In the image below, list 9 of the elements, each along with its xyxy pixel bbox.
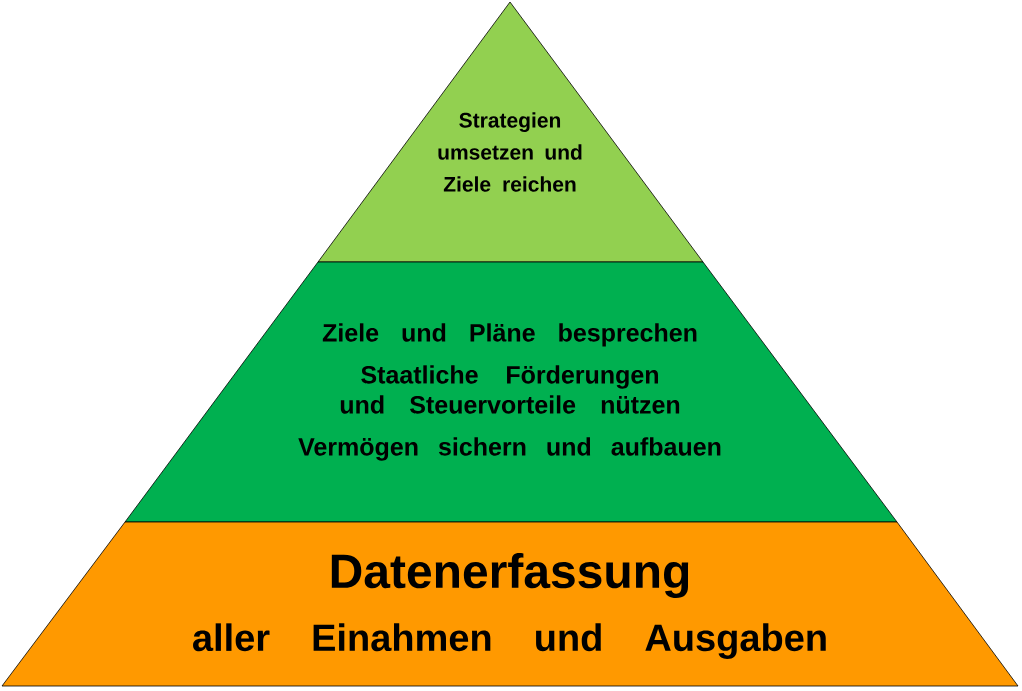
tier-text: aller Einahmen und Ausgaben (193, 623, 826, 659)
pyramid-tier (317, 1, 704, 263)
tier-text: Ziele und Pläne besprechen (322, 323, 697, 347)
pyramid-tier (1, 521, 1019, 687)
tier-text: Vermögen sichern und aufbauen (298, 437, 721, 461)
pyramid-tier (124, 261, 898, 523)
tier-text: Strategien umsetzen und Ziele reichen (438, 112, 582, 192)
tier-text: Datenerfassung (331, 553, 689, 599)
tier-text: Staatliche Förderungen und Steuervorteile nützen (340, 365, 680, 414)
